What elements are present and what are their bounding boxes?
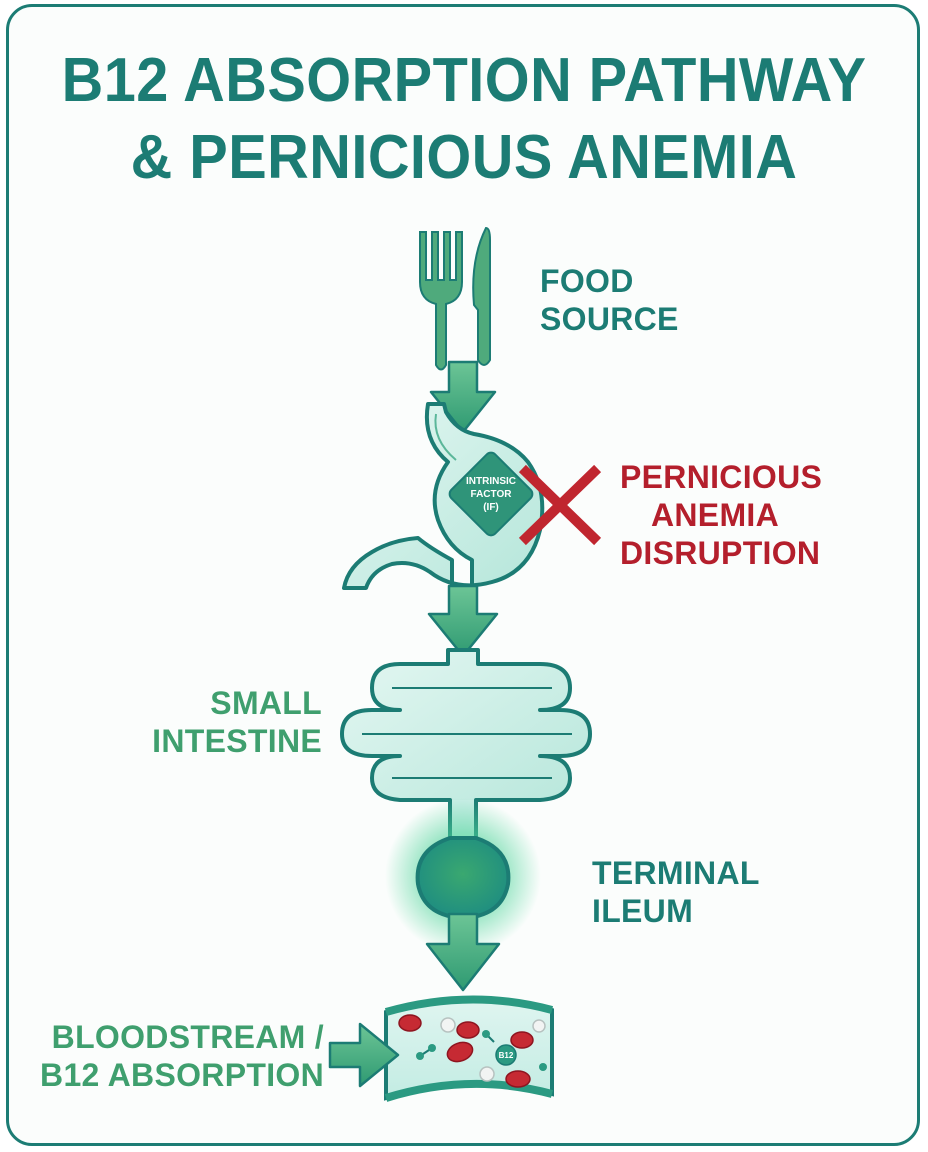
b12-molecule-icon: B12	[416, 1030, 547, 1071]
pernicious-line-1: PERNICIOUS	[620, 459, 823, 495]
down-arrow-icon	[429, 360, 497, 434]
ileum-icon	[415, 836, 511, 921]
pernicious-anemia-label: PERNICIOUS ANEMIA DISRUPTION	[620, 458, 823, 572]
right-arrow-icon	[328, 1022, 400, 1088]
food-source-line-1: FOOD	[540, 263, 634, 299]
fork-icon	[419, 231, 463, 371]
bloodstream-line-1: BLOODSTREAM /	[51, 1019, 324, 1055]
terminal-ileum-label: TERMINAL ILEUM	[592, 854, 760, 930]
red-blood-cell-icon	[398, 1014, 534, 1088]
stomach-icon	[342, 402, 545, 590]
bloodstream-line-2: B12 ABSORPTION	[40, 1057, 324, 1093]
white-blood-cell-icon	[440, 1017, 546, 1082]
b12-label: B12	[499, 1051, 514, 1060]
if-line-1: INTRINSIC	[466, 476, 516, 487]
if-line-2: FACTOR	[471, 489, 513, 500]
knife-icon	[472, 226, 491, 366]
small-intestine-line-1: SMALL	[210, 685, 322, 721]
intestine-icon	[340, 648, 592, 822]
small-intestine-label: SMALL INTESTINE	[150, 684, 322, 760]
x-mark-icon	[518, 464, 602, 546]
down-arrow-icon	[427, 584, 499, 658]
terminal-ileum-line-2: ILEUM	[592, 893, 694, 929]
food-source-line-2: SOURCE	[540, 301, 679, 337]
intrinsic-factor-badge: INTRINSIC FACTOR (IF)	[448, 451, 534, 537]
terminal-ileum-line-1: TERMINAL	[592, 855, 760, 891]
down-arrow-icon	[425, 912, 501, 992]
if-line-3: (IF)	[483, 502, 499, 513]
small-intestine-line-2: INTESTINE	[152, 723, 322, 759]
pernicious-line-3: DISRUPTION	[620, 535, 821, 571]
title-line-1: B12 ABSORPTION PATHWAY	[61, 46, 867, 115]
food-source-label: FOOD SOURCE	[540, 262, 679, 338]
bloodstream-label: BLOODSTREAM / B12 ABSORPTION	[40, 1018, 324, 1094]
pernicious-line-2: ANEMIA	[650, 497, 780, 533]
title-line-2: & PERNICIOUS ANEMIA	[130, 123, 798, 192]
